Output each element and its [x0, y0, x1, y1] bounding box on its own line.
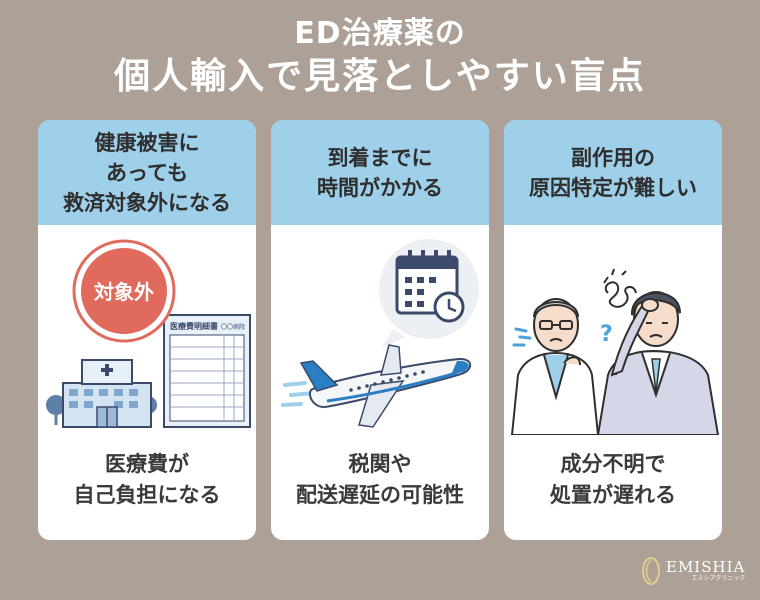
logo-subtitle: エミシアクリニック: [691, 575, 746, 582]
title-line-2: 個人輸入で見落としやすい盲点: [114, 56, 646, 97]
card-footer-line: 配送遅延の可能性: [296, 483, 464, 507]
invoice-icon: 医療費明細書 〇〇病院: [163, 314, 251, 428]
card-footer-line: 医療費が: [105, 452, 189, 476]
logo-name: EMISHIA: [666, 558, 746, 576]
card-footer-line: 処置が遅れる: [550, 483, 676, 507]
card-header: 健康被害に あっても 救済対象外になる: [38, 120, 256, 225]
stamp-label: 対象外: [93, 280, 154, 304]
card-header-line: あっても: [106, 160, 188, 185]
airplane-icon: [281, 344, 472, 428]
card-footer-line: 自己負担になる: [73, 483, 221, 507]
card-delivery-time: 到着までに 時間がかかる: [271, 120, 489, 540]
confused-doctors-illustration: ?: [510, 268, 720, 435]
card-footer: 医療費が 自己負担になる: [38, 440, 256, 520]
card-header-line: 救済対象外になる: [63, 190, 231, 215]
card-footer: 税関や 配送遅延の可能性: [271, 440, 489, 520]
young-doctor-icon: [596, 291, 720, 435]
card-header-line: 時間がかかる: [317, 175, 443, 200]
card-header-line: 副作用の: [571, 145, 655, 170]
card-footer: 成分不明で 処置が遅れる: [504, 440, 722, 520]
card-header-line: 到着までに: [327, 145, 433, 170]
invoice-title: 医療費明細書: [170, 321, 218, 331]
hospital-icon: [46, 359, 157, 428]
card-header: 副作用の 原因特定が難しい: [504, 120, 722, 225]
svg-text:?: ?: [600, 322, 613, 347]
card-footer-line: 税関や: [348, 452, 412, 476]
clinic-logo: EMISHIA エミシアクリニック: [640, 556, 745, 586]
card-side-effects: 副作用の 原因特定が難しい ?: [504, 120, 722, 540]
card-header: 到着までに 時間がかかる: [271, 120, 489, 225]
card-header-line: 原因特定が難しい: [529, 175, 697, 200]
invoice-hospital: 〇〇病院: [221, 323, 245, 331]
airplane-calendar-illustration: [281, 239, 479, 428]
hospital-bill-illustration: 医療費明細書 〇〇病院 対象外: [46, 239, 251, 428]
title-line-1: ED治療薬の: [294, 16, 466, 51]
page-title: ED治療薬の 個人輸入で見落としやすい盲点: [0, 14, 760, 100]
card-header-line: 健康被害に: [94, 130, 200, 155]
calendar-clock-icon: [379, 239, 479, 349]
card-footer-line: 成分不明で: [560, 452, 666, 476]
stamp-icon: 対象外: [72, 239, 176, 343]
card-no-relief: 健康被害に あっても 救済対象外になる 医療費明細書 〇〇病院: [38, 120, 256, 540]
leaf-logo-icon: [642, 557, 660, 585]
confusion-icon: ?: [512, 268, 637, 347]
older-doctor-icon: [510, 298, 600, 435]
